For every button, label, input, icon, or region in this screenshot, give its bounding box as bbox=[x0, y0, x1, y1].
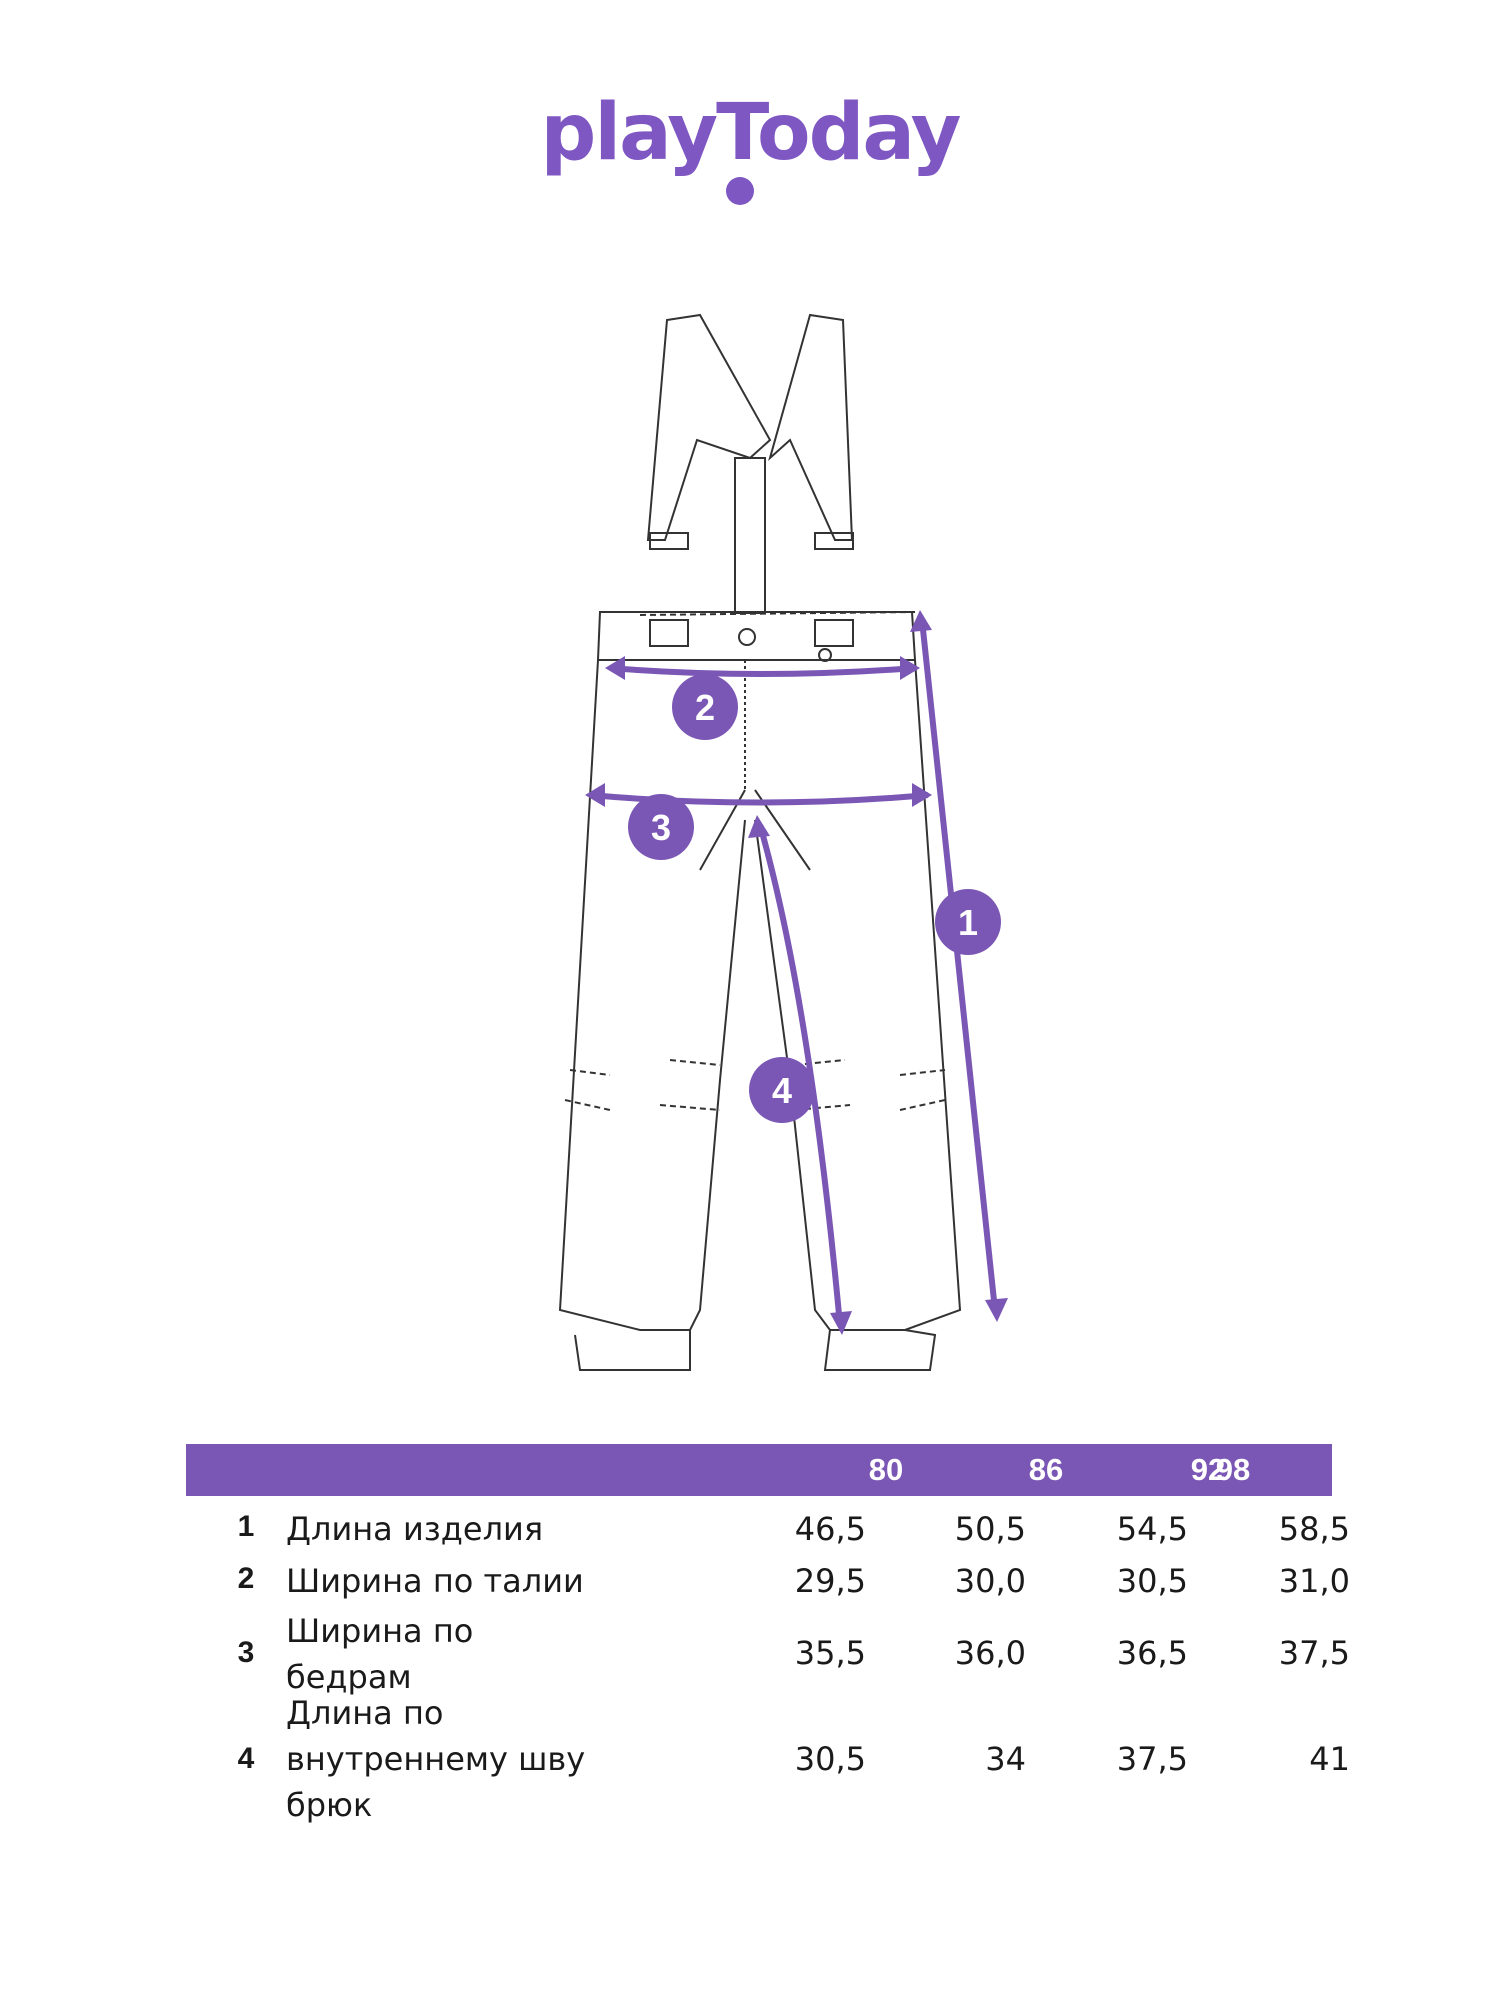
marker-3-badge bbox=[628, 794, 694, 860]
row-label: Длина по внутреннему шву брюк bbox=[286, 1694, 586, 1824]
size-header-98 bbox=[1299, 1444, 1332, 1496]
row-number: 2 bbox=[237, 1562, 255, 1595]
measure-length-line bbox=[919, 619, 998, 1311]
table-row: 2 Ширина по талии 29,5 30,0 30,5 31,0 bbox=[186, 1558, 1350, 1604]
marker-3-label: 3 bbox=[651, 807, 671, 848]
marker-4-badge bbox=[749, 1057, 815, 1123]
left-leg bbox=[558, 659, 746, 1331]
marker-1-badge bbox=[935, 889, 1001, 955]
size-table-header: 80 86 92 bbox=[186, 1444, 1332, 1496]
pants-outline bbox=[558, 313, 962, 1371]
row-value-80: 46,5 bbox=[794, 1510, 866, 1548]
row-value-80: 30,5 bbox=[794, 1740, 866, 1778]
marker-1-label: 1 bbox=[958, 902, 978, 943]
row-number: 4 bbox=[237, 1742, 255, 1775]
measure-markers: 2 3 1 4 bbox=[628, 674, 1001, 1123]
measure-hip-line bbox=[589, 792, 929, 806]
row-value-98: 37,5 bbox=[1278, 1634, 1350, 1672]
row-value-92: 54,5 bbox=[1116, 1510, 1188, 1548]
row-value-98: 41 bbox=[1309, 1740, 1350, 1778]
table-row: 4 Длина по внутреннему шву брюк 30,5 34 … bbox=[186, 1690, 1350, 1828]
row-value-86: 34 bbox=[985, 1740, 1026, 1778]
measurement-lines bbox=[589, 619, 998, 1326]
row-label: Ширина по бедрам bbox=[286, 1612, 474, 1696]
row-label: Ширина по талии bbox=[286, 1562, 584, 1600]
right-strap bbox=[768, 313, 854, 541]
marker-4-label: 4 bbox=[772, 1070, 792, 1111]
table-row: 3 Ширина по бедрам 35,5 36,0 36,5 37,5 bbox=[186, 1608, 1350, 1700]
row-value-92: 30,5 bbox=[1116, 1562, 1188, 1600]
brand-logo-dot bbox=[726, 177, 754, 205]
waistband bbox=[596, 611, 917, 661]
size-header-98-label: 98 bbox=[1215, 1452, 1251, 1487]
left-strap-buckle bbox=[649, 532, 689, 550]
right-strap-buckle bbox=[814, 532, 854, 550]
center-strap bbox=[734, 457, 766, 614]
row-label: Длина изделия bbox=[286, 1510, 544, 1548]
left-strap bbox=[646, 313, 772, 541]
size-header-92: 92 bbox=[1190, 1452, 1226, 1487]
marker-2-badge bbox=[672, 674, 738, 740]
row-value-86: 30,0 bbox=[954, 1562, 1026, 1600]
row-number: 1 bbox=[237, 1510, 255, 1543]
measure-waist-line bbox=[609, 665, 916, 677]
table-row: 1 Длина изделия 46,5 50,5 54,5 58,5 bbox=[186, 1506, 1350, 1552]
size-header-80: 80 bbox=[868, 1452, 904, 1487]
waist-button bbox=[738, 628, 756, 646]
row-value-92: 36,5 bbox=[1116, 1634, 1188, 1672]
size-header-86: 86 bbox=[1028, 1452, 1064, 1487]
row-value-80: 35,5 bbox=[794, 1634, 866, 1672]
row-number: 3 bbox=[237, 1636, 255, 1669]
right-leg bbox=[754, 659, 962, 1331]
measure-arrowheads bbox=[585, 610, 1008, 1335]
brand-logo: playToday bbox=[540, 88, 962, 178]
row-value-98: 58,5 bbox=[1278, 1510, 1350, 1548]
row-value-80: 29,5 bbox=[794, 1562, 866, 1600]
marker-2-label: 2 bbox=[695, 687, 715, 728]
measure-inseam-line bbox=[757, 824, 843, 1326]
row-value-98: 31,0 bbox=[1278, 1562, 1350, 1600]
row-value-86: 36,0 bbox=[954, 1634, 1026, 1672]
row-value-92: 37,5 bbox=[1116, 1740, 1188, 1778]
row-value-86: 50,5 bbox=[954, 1510, 1026, 1548]
